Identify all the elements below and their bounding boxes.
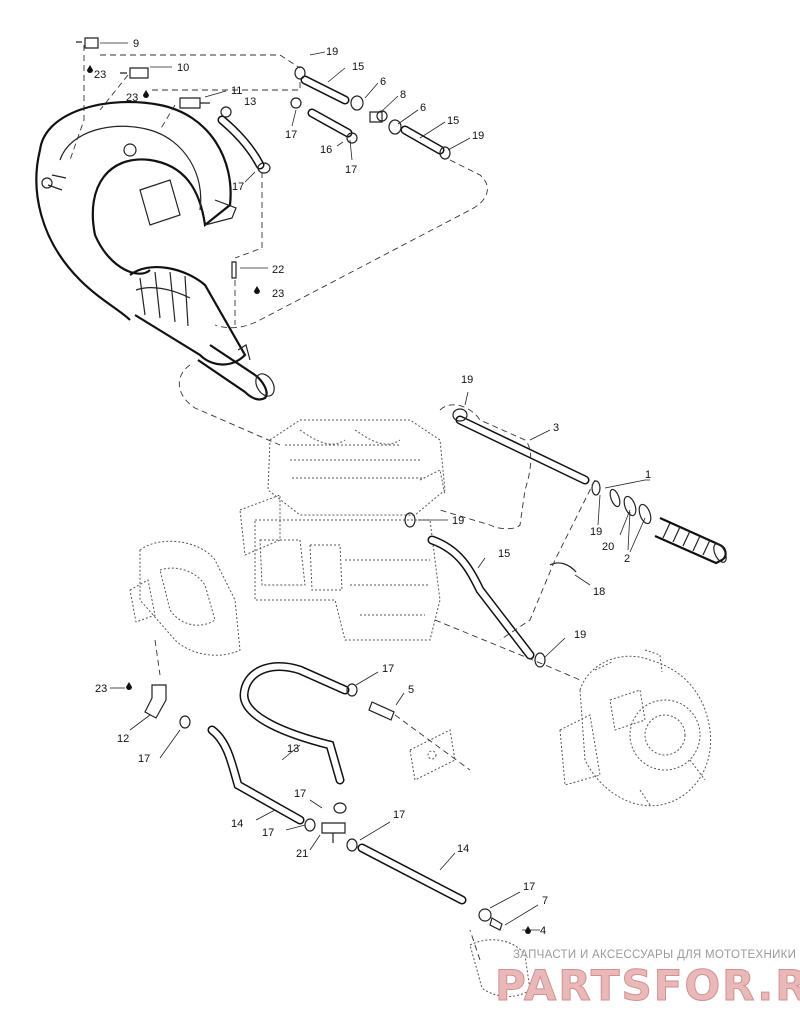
callout-17: 17 bbox=[345, 164, 357, 176]
callout-23: 23 bbox=[95, 683, 107, 695]
callout-19: 19 bbox=[452, 515, 464, 527]
callout-15: 15 bbox=[498, 548, 510, 560]
callout-13: 13 bbox=[244, 96, 256, 108]
hose-13-loop bbox=[239, 662, 350, 785]
callout-19: 19 bbox=[326, 46, 338, 58]
watermark-tagline: ЗАПЧАСТИ И АКСЕССУАРЫ ДЛЯ МОТОТЕХНИКИ bbox=[513, 949, 796, 961]
callout-1: 1 bbox=[645, 469, 651, 481]
leader-lines bbox=[100, 42, 650, 931]
callout-23: 23 bbox=[272, 288, 284, 300]
hoses-15-top bbox=[300, 75, 445, 155]
clamps-and-fittings bbox=[76, 37, 601, 997]
watermark-logo: PARTSFOR.RU bbox=[495, 961, 800, 1010]
exhaust-pipe-assembly bbox=[35, 100, 275, 401]
callout-19: 19 bbox=[461, 374, 473, 386]
fitting-1 bbox=[654, 516, 727, 565]
hose-13-upper bbox=[217, 115, 265, 170]
callout-17: 17 bbox=[523, 881, 535, 893]
callout-17: 17 bbox=[138, 753, 150, 765]
callout-22: 22 bbox=[272, 264, 284, 276]
jet-pump-housing bbox=[559, 649, 712, 807]
callout-11: 11 bbox=[231, 85, 242, 97]
callout-2: 2 bbox=[624, 553, 630, 565]
callout-labels: 9 23 10 23 11 13 17 17 19 15 6 8 6 15 19… bbox=[94, 38, 651, 937]
o-rings-2-20 bbox=[609, 488, 652, 525]
callout-19: 19 bbox=[590, 526, 602, 538]
callout-23: 23 bbox=[94, 69, 106, 81]
callout-6: 6 bbox=[420, 102, 426, 114]
callout-12: 12 bbox=[117, 733, 129, 745]
hose-14-left bbox=[207, 725, 305, 825]
callout-21: 21 bbox=[296, 848, 308, 860]
callout-13: 13 bbox=[287, 743, 299, 755]
hose-3 bbox=[455, 415, 590, 485]
hose-15-lower bbox=[427, 535, 535, 660]
callout-9: 9 bbox=[133, 38, 139, 50]
callout-5: 5 bbox=[408, 684, 414, 696]
sealant-drop-icons bbox=[87, 65, 531, 934]
callout-19: 19 bbox=[574, 629, 586, 641]
callout-3: 3 bbox=[553, 422, 559, 434]
callout-7: 7 bbox=[542, 895, 548, 907]
callout-17: 17 bbox=[393, 809, 405, 821]
callout-17: 17 bbox=[294, 788, 306, 800]
callout-15: 15 bbox=[447, 115, 459, 127]
callout-16: 16 bbox=[320, 144, 332, 156]
callout-14: 14 bbox=[457, 843, 469, 855]
callout-20: 20 bbox=[602, 541, 614, 553]
callout-18: 18 bbox=[593, 586, 605, 598]
watermark: ЗАПЧАСТИ И АКСЕССУАРЫ ДЛЯ МОТОТЕХНИКИ PA… bbox=[495, 949, 800, 1011]
engine-block bbox=[129, 419, 446, 656]
callout-14: 14 bbox=[231, 818, 243, 830]
routing-lines bbox=[69, 45, 596, 961]
callout-17: 17 bbox=[262, 827, 274, 839]
callout-8: 8 bbox=[400, 89, 406, 101]
callout-10: 10 bbox=[177, 62, 189, 74]
callout-17: 17 bbox=[285, 129, 297, 141]
callout-17: 17 bbox=[232, 181, 244, 193]
callout-4: 4 bbox=[540, 925, 546, 937]
callout-17: 17 bbox=[382, 663, 394, 675]
hose-14-right bbox=[357, 843, 467, 905]
callout-23: 23 bbox=[126, 92, 138, 104]
callout-6: 6 bbox=[380, 76, 386, 88]
callout-15: 15 bbox=[352, 61, 364, 73]
callout-19: 19 bbox=[472, 130, 484, 142]
